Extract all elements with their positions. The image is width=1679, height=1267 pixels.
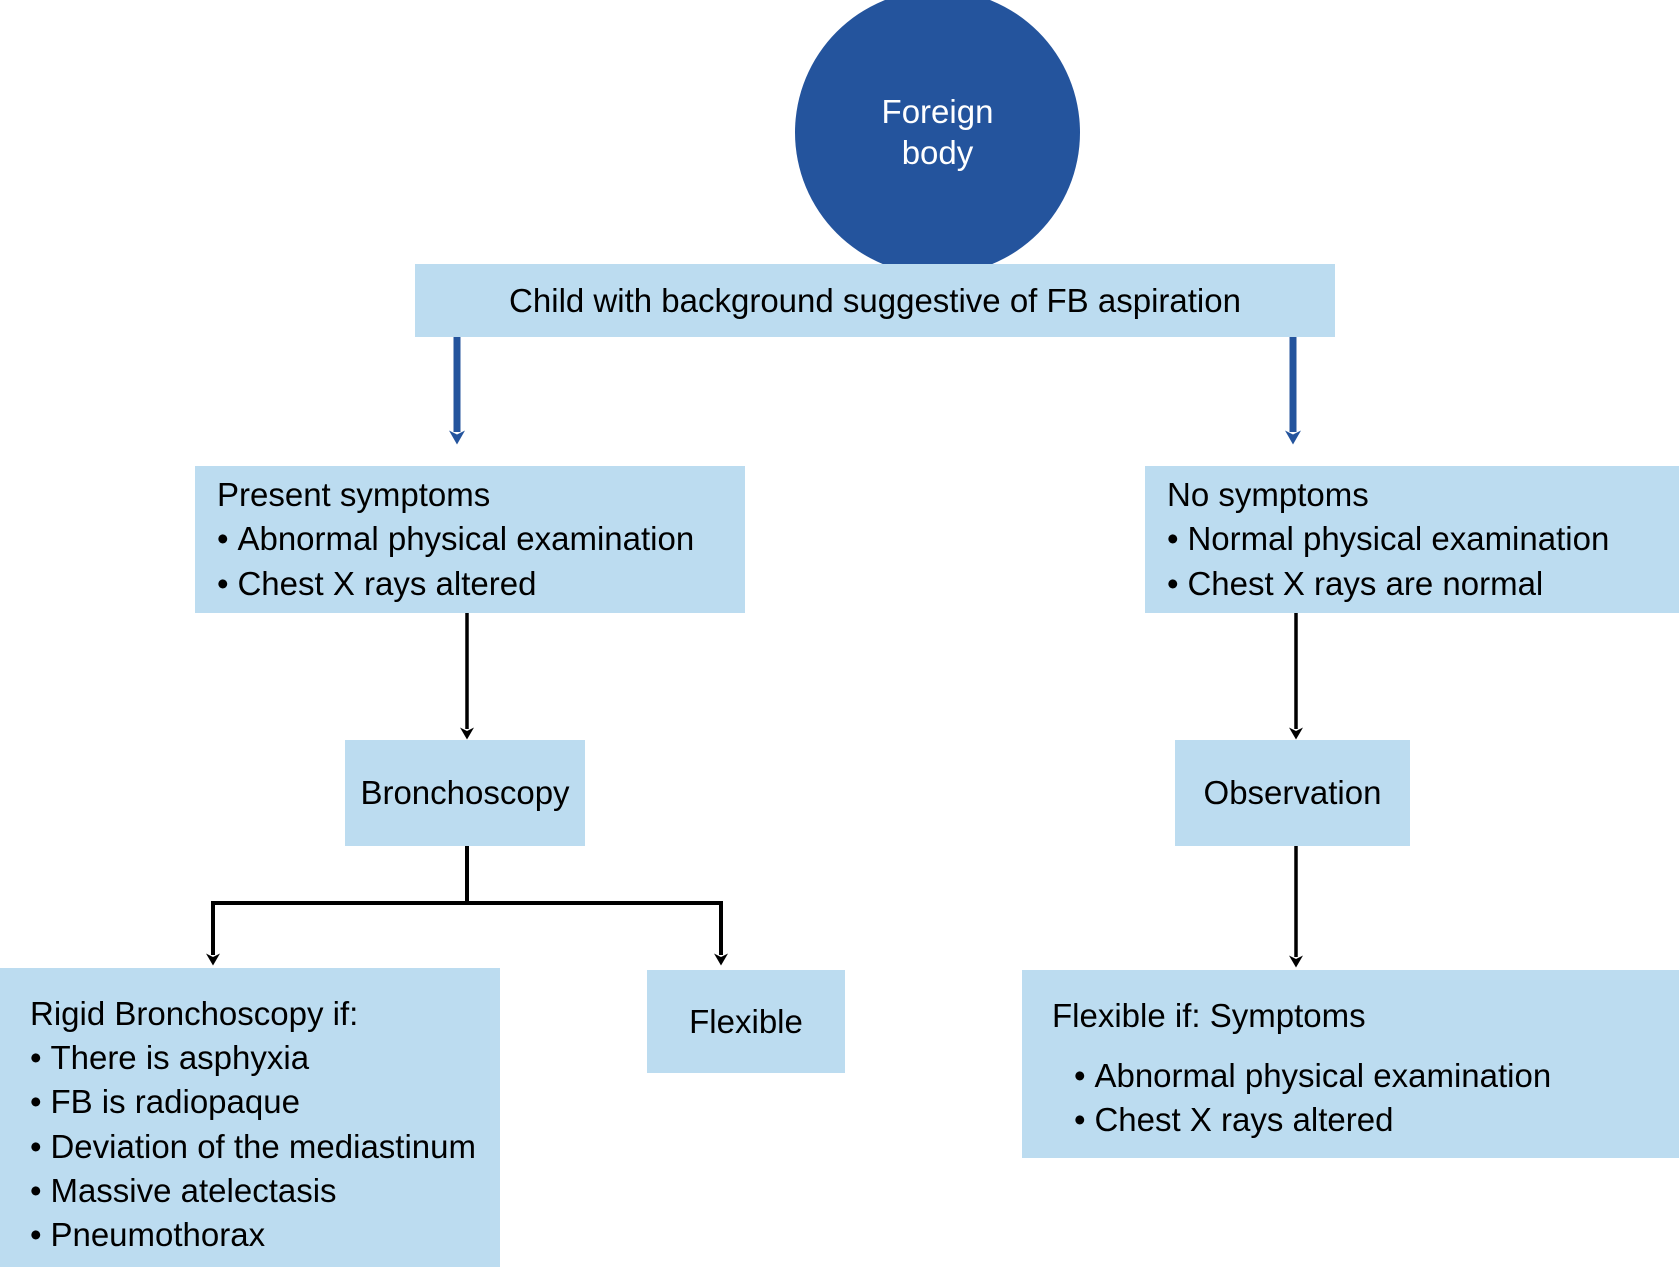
node-rigid-bronchoscopy[interactable]: Rigid Bronchoscopy if: There is asphyxia… [0,968,500,1267]
node-present-symptoms[interactable]: Present symptoms Abnormal physical exami… [195,466,745,613]
list-item: FB is radiopaque [30,1080,500,1124]
list-item: Pneumothorax [30,1213,500,1257]
node-foreign-body[interactable]: Foreign body [795,0,1080,275]
node-observation[interactable]: Observation [1175,740,1410,846]
rigid-bronchoscopy-bullets: There is asphyxia FB is radiopaque Devia… [30,1036,500,1257]
list-item: There is asphyxia [30,1036,500,1080]
flexible-if-heading: Flexible if: Symptoms [1052,997,1366,1034]
list-item: Massive atelectasis [30,1169,500,1213]
foreign-body-label-line1: Foreign [881,93,994,131]
list-item: Deviation of the mediastinum [30,1125,500,1169]
list-item: Normal physical examination [1167,517,1679,561]
bronchoscopy-label: Bronchoscopy [360,774,570,811]
node-flexible-if-symptoms[interactable]: Flexible if: Symptoms Abnormal physical … [1022,970,1679,1158]
node-banner-fb-aspiration[interactable]: Child with background suggestive of FB a… [415,264,1335,337]
banner-label: Child with background suggestive of FB a… [509,281,1241,319]
flexible-if-bullets: Abnormal physical examination Chest X ra… [1052,1054,1679,1142]
foreign-body-label: Foreign body [882,92,994,173]
present-symptoms-bullets: Abnormal physical examination Chest X ra… [217,517,745,605]
node-no-symptoms[interactable]: No symptoms Normal physical examination … [1145,466,1679,613]
foreign-body-label-line2: body [901,133,974,171]
list-item: Chest X rays altered [217,562,745,606]
node-bronchoscopy[interactable]: Bronchoscopy [345,740,585,846]
no-symptoms-heading: No symptoms [1167,476,1369,514]
node-flexible[interactable]: Flexible [647,970,845,1073]
flexible-label: Flexible [689,1002,803,1040]
present-symptoms-heading: Present symptoms [217,476,491,514]
rigid-bronchoscopy-heading: Rigid Bronchoscopy if: [30,995,359,1032]
list-item: Abnormal physical examination [1074,1054,1679,1098]
list-item: Chest X rays altered [1074,1098,1679,1142]
list-item: Abnormal physical examination [217,517,745,561]
observation-label: Observation [1203,774,1382,811]
no-symptoms-bullets: Normal physical examination Chest X rays… [1167,517,1679,605]
list-item: Chest X rays are normal [1167,562,1679,606]
